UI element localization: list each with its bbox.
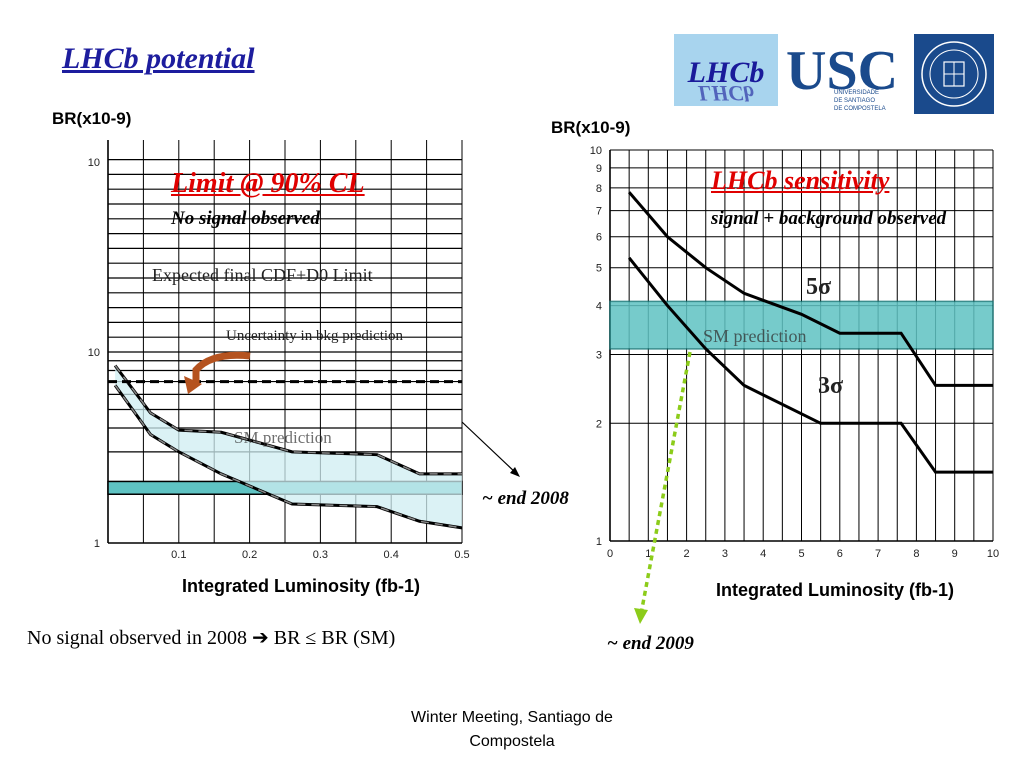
usc-logo-text: USC xyxy=(786,40,898,102)
left-bkg-label: Uncertainty in bkg prediction xyxy=(226,328,404,344)
right-x-tick-label: 5 xyxy=(798,548,804,560)
right-sm-band xyxy=(609,300,994,350)
left-x-tick-label: 0.4 xyxy=(384,549,399,561)
right-x-tick-label: 9 xyxy=(952,548,958,560)
right-chart-curves xyxy=(609,191,994,474)
left-uncertainty-region xyxy=(115,365,462,528)
right-x-tick-label: 3 xyxy=(722,548,728,560)
left-x-tick-label: 0.3 xyxy=(313,549,328,561)
right-y-tick-label: 7 xyxy=(596,206,602,218)
slide-title: LHCb potential xyxy=(62,42,255,75)
lhcb-logo-mirror: LHCb xyxy=(697,81,754,106)
end-2008-arrowhead-icon xyxy=(510,467,520,477)
right-x-tick-label: 7 xyxy=(875,548,881,560)
bkg-arrow-icon xyxy=(192,351,251,384)
svg-text:UNIVERSIDADE: UNIVERSIDADE xyxy=(834,90,879,96)
right-y-tick-label: 8 xyxy=(596,183,602,195)
right-sensitivity-subtitle: signal + background observed xyxy=(711,208,947,229)
left-limit-title: Limit @ 90% CL xyxy=(171,168,365,199)
bottom-note-prefix: No signal observed in 2008 xyxy=(27,627,252,649)
left-cdf-d0-label: Expected final CDF+D0 Limit xyxy=(152,265,373,285)
bottom-note: No signal observed in 2008 ➔ BR ≤ BR (SM… xyxy=(27,625,395,650)
left-x-tick-label: 0.2 xyxy=(242,549,257,561)
right-x-tick-label: 0 xyxy=(607,548,613,560)
right-y-tick-label: 4 xyxy=(596,301,602,313)
right-ylabel: BR(x10-9) xyxy=(551,118,630,137)
left-ylabel: BR(x10-9) xyxy=(52,109,131,128)
footer-text: Winter Meeting, Santiago de Compostela xyxy=(411,709,613,750)
left-chart-ticks: 0.1 0.2 0.3 0.4 0.5 1 10 10 xyxy=(88,157,470,561)
left-limit-subtitle: No signal observed xyxy=(171,208,320,229)
right-y-tick-label: 6 xyxy=(596,232,602,244)
left-x-tick-label: 0.5 xyxy=(454,549,469,561)
end-2008-note: ~ end 2008 xyxy=(482,488,569,509)
left-y-tick-label: 1 xyxy=(94,538,100,550)
lhcb-logo: LHCb LHCb xyxy=(674,34,778,106)
svg-text:DE COMPOSTELA: DE COMPOSTELA xyxy=(834,106,886,112)
right-y-tick-label: 9 xyxy=(596,163,602,175)
legend-5sigma: 5σ xyxy=(806,274,831,300)
implies-arrow-icon: ➔ xyxy=(251,627,269,649)
right-y-tick-label: 2 xyxy=(596,418,602,430)
right-y-tick-label: 5 xyxy=(596,263,602,275)
end-2009-note: ~ end 2009 xyxy=(607,633,694,654)
end-2008-arrow-line xyxy=(461,421,518,475)
right-y-tick-label: 10 xyxy=(590,145,602,157)
right-5sigma-curve xyxy=(628,191,993,387)
usc-seal-logo xyxy=(914,34,994,114)
logos-svg: LHCb LHCb USC UNIVERSIDADE DE SANTIAGO D… xyxy=(674,34,994,114)
left-y-tick-label: 10 xyxy=(88,157,100,169)
left-x-tick-label: 0.1 xyxy=(171,549,186,561)
right-x-tick-label: 4 xyxy=(760,548,766,560)
right-x-tick-label: 1 xyxy=(645,548,651,560)
bottom-note-suffix: BR ≤ BR (SM) xyxy=(268,627,396,649)
right-x-tick-label: 6 xyxy=(837,548,843,560)
bkg-arrowhead-icon xyxy=(184,376,202,394)
right-sensitivity-title: LHCb sensitivity xyxy=(711,166,890,195)
left-chart-region xyxy=(107,364,463,530)
right-xlabel: Integrated Luminosity (fb-1) xyxy=(716,580,954,600)
right-y-tick-label: 1 xyxy=(596,536,602,548)
right-x-tick-label: 10 xyxy=(987,548,999,560)
right-sm-label: SM prediction xyxy=(703,326,807,346)
svg-text:DE SANTIAGO: DE SANTIAGO xyxy=(834,98,875,104)
right-y-tick-label: 3 xyxy=(596,349,602,361)
usc-logo: USC UNIVERSIDADE DE SANTIAGO DE COMPOSTE… xyxy=(786,40,898,112)
logos-group: LHCb LHCb USC UNIVERSIDADE DE SANTIAGO D… xyxy=(674,34,996,121)
right-x-tick-label: 8 xyxy=(913,548,919,560)
right-3sigma-curve xyxy=(627,256,993,474)
lhcb-logo-text: LHCb xyxy=(687,56,765,89)
right-x-tick-label: 2 xyxy=(684,548,690,560)
left-y-tick-label: 10 xyxy=(88,347,100,359)
left-sm-label: SM prediction xyxy=(234,428,332,447)
left-xlabel: Integrated Luminosity (fb-1) xyxy=(182,576,420,596)
legend-3sigma: 3σ xyxy=(818,373,843,399)
end-2009-arrowhead-icon xyxy=(634,608,648,624)
